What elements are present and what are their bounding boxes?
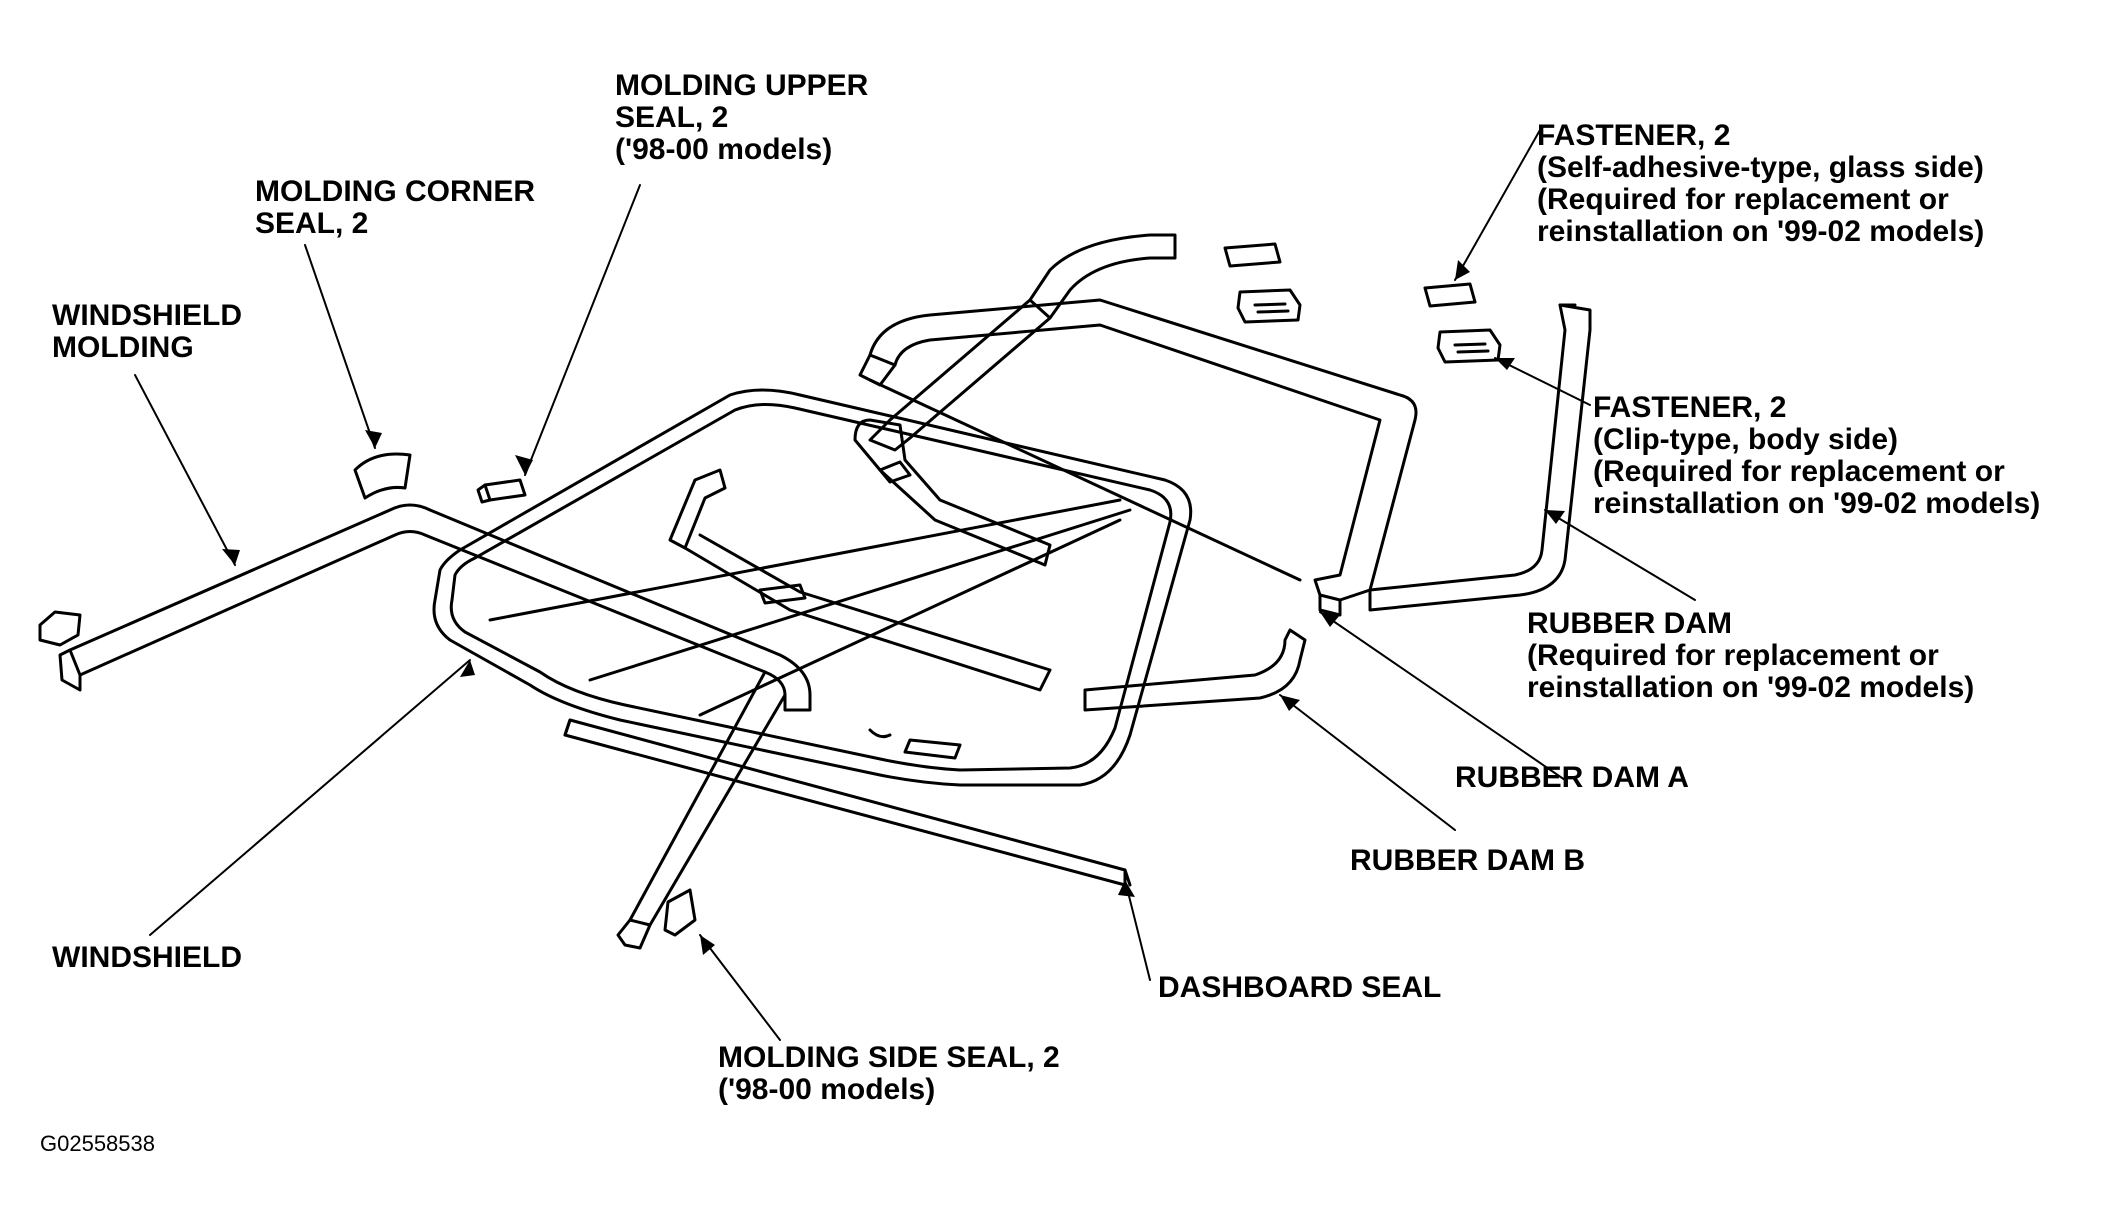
rubber-dam-b-part xyxy=(1083,628,1307,712)
dashboard-seal-part xyxy=(563,718,1132,887)
clip-part xyxy=(758,460,912,605)
label-line: RUBBER DAM xyxy=(1527,607,1732,640)
label-windshield-molding: WINDSHIELD MOLDING xyxy=(52,300,242,364)
windshield-molding-part xyxy=(58,503,812,950)
label-line: SEAL, 2 xyxy=(615,101,729,134)
label-dashboard-seal: DASHBOARD SEAL xyxy=(1158,971,1442,1004)
label-molding-upper-seal: MOLDING UPPER SEAL, 2 ('98-00 models) xyxy=(615,70,868,166)
leader-arrowheads xyxy=(222,260,1565,955)
label-line: (Self-adhesive-type, glass side) xyxy=(1537,151,1984,184)
fastener-body-part xyxy=(1236,288,1502,364)
label-rubber-dam: RUBBER DAM (Required for replacement or … xyxy=(1527,608,1974,704)
label-line: reinstallation on '99-02 models) xyxy=(1593,487,2041,520)
label-rubber-dam-a: RUBBER DAM A xyxy=(1455,761,1689,794)
label-line: (Required for replacement or xyxy=(1527,639,1939,672)
label-molding-corner-seal: MOLDING CORNER SEAL, 2 xyxy=(255,176,535,240)
molding-upper-seal-part xyxy=(476,478,527,504)
label-line: (Required for replacement or xyxy=(1593,455,2005,488)
label-line: ('98-00 models) xyxy=(615,133,833,166)
end-cap-part xyxy=(38,610,82,647)
label-molding-side-seal: MOLDING SIDE SEAL, 2 ('98-00 models) xyxy=(718,1042,1060,1106)
windshield-glass xyxy=(432,388,1193,787)
inner-molding-arc xyxy=(668,418,1052,692)
rubber-dam-a-part xyxy=(858,298,1418,617)
molding-corner-seal-part xyxy=(353,452,412,500)
label-line: WINDSHIELD xyxy=(52,299,242,332)
rubber-dam-part xyxy=(868,233,1592,612)
fastener-glass-part xyxy=(1223,242,1477,308)
molding-side-seal-part xyxy=(663,888,697,937)
label-line: ('98-00 models) xyxy=(718,1073,936,1106)
label-line: (Clip-type, body side) xyxy=(1593,423,1899,456)
label-line: FASTENER, 2 xyxy=(1537,119,1731,152)
label-line: MOLDING UPPER xyxy=(615,69,869,102)
label-fastener-body: FASTENER, 2 (Clip-type, body side) (Requ… xyxy=(1593,392,2040,520)
label-fastener-glass: FASTENER, 2 (Self-adhesive-type, glass s… xyxy=(1537,120,1984,248)
label-line: MOLDING SIDE SEAL, 2 xyxy=(718,1041,1060,1074)
label-line: MOLDING CORNER xyxy=(255,175,535,208)
label-line: FASTENER, 2 xyxy=(1593,391,1787,424)
label-line: SEAL, 2 xyxy=(255,207,369,240)
label-windshield: WINDSHIELD xyxy=(52,941,242,974)
label-line: (Required for replacement or xyxy=(1537,183,1949,216)
leader-lines xyxy=(134,129,1696,1041)
figure-id: G02558538 xyxy=(40,1131,155,1156)
label-line: MOLDING xyxy=(52,331,194,364)
label-rubber-dam-b: RUBBER DAM B xyxy=(1350,844,1585,877)
label-line: reinstallation on '99-02 models) xyxy=(1527,671,1975,704)
label-line: reinstallation on '99-02 models) xyxy=(1537,215,1985,248)
